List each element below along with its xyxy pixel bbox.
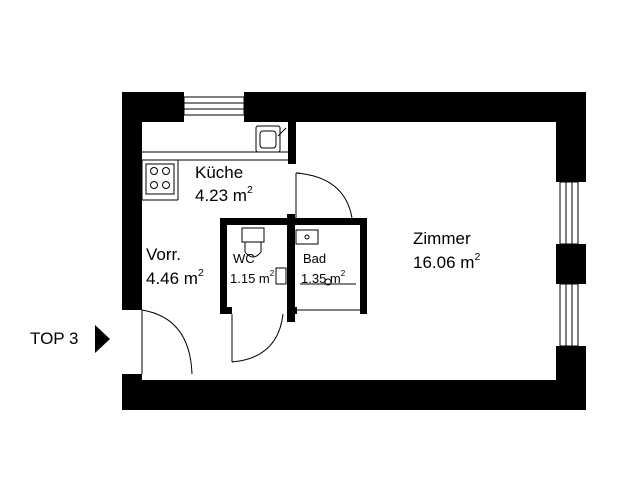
room-name-wc: WC — [233, 251, 255, 266]
room-name-vorr: Vorr. — [146, 245, 181, 264]
kitchen-partition — [288, 122, 296, 164]
wc-bath-divider — [287, 214, 295, 322]
area-value: 4.46 m — [146, 269, 198, 288]
wc-sink-icon — [275, 267, 287, 285]
area-exponent: 2 — [340, 269, 346, 279]
entrance-door — [141, 309, 193, 375]
area-value: 16.06 m — [413, 253, 475, 272]
bath-door — [295, 172, 353, 219]
bath-wall-bottom-stub — [287, 307, 297, 314]
area-value: 1.35 m — [301, 271, 341, 286]
room-area-bad: 1.35 m2 — [301, 269, 346, 286]
wc-door — [231, 313, 284, 363]
outer-walls — [122, 92, 586, 410]
entrance-arrow-icon — [95, 325, 110, 353]
stove-icon — [145, 163, 175, 195]
bath-wall-right — [360, 218, 367, 314]
room-area-kueche: 4.23 m2 — [195, 183, 253, 205]
wc-wall-bottom-stub — [220, 307, 232, 314]
room-name-zimmer: Zimmer — [413, 229, 471, 248]
shower-icon — [300, 278, 356, 286]
window-top — [183, 96, 245, 116]
area-exponent: 2 — [269, 269, 275, 279]
room-area-wc: 1.15 m2 — [230, 269, 275, 286]
room-name-bad: Bad — [303, 251, 327, 266]
wc-wall-left — [220, 218, 227, 314]
area-exponent: 2 — [246, 183, 253, 196]
room-area-vorr: 4.46 m2 — [146, 266, 204, 288]
area-value: 4.23 m — [195, 186, 247, 205]
area-exponent: 2 — [474, 250, 481, 263]
area-exponent: 2 — [197, 266, 204, 279]
interior-walls — [220, 122, 367, 322]
right-wall-middle — [556, 244, 586, 284]
bath-sink-icon — [295, 229, 319, 245]
room-area-zimmer: 16.06 m2 — [413, 250, 481, 272]
area-value: 1.15 m — [230, 271, 270, 286]
unit-label: TOP 3 — [30, 329, 79, 348]
toilet-icon — [241, 227, 265, 258]
bath-wall-top — [287, 218, 367, 225]
room-name-kueche: Küche — [195, 163, 244, 182]
right-wall-top — [556, 92, 586, 182]
window-right-lower — [559, 283, 579, 347]
window-right-upper — [559, 181, 579, 245]
right-wall-bottom — [556, 346, 586, 410]
bottom-wall — [122, 380, 586, 410]
left-wall-upper — [122, 92, 142, 310]
kitchen-sink-icon — [255, 125, 287, 153]
wc-wall-top — [220, 218, 294, 225]
top-wall-right — [244, 92, 586, 122]
